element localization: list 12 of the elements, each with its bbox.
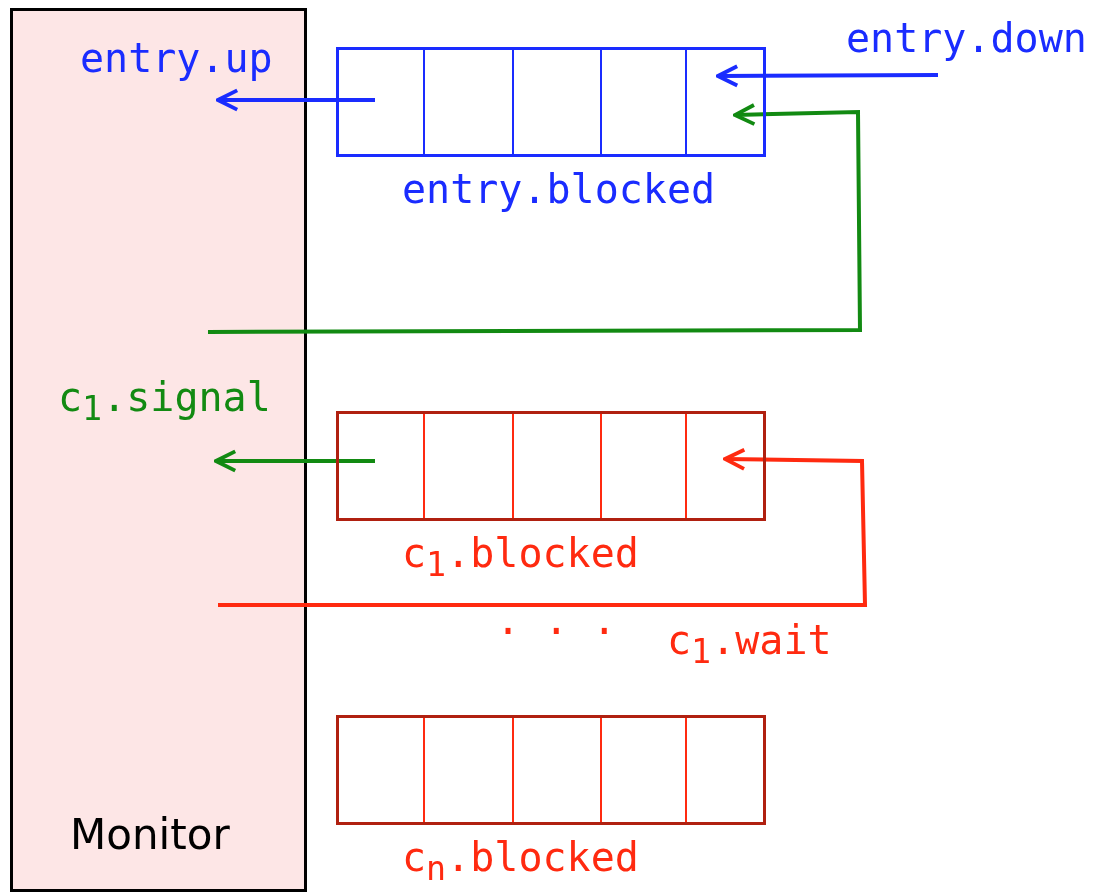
queue-label: c$_{n}$.blocked (402, 837, 639, 886)
ellipsis-label: . . . (496, 600, 617, 640)
arrow (216, 88, 375, 112)
arrow (218, 447, 868, 607)
edge-label: c$_{1}$.wait (667, 620, 832, 669)
edge-label: c$_{1}$.signal (58, 377, 271, 426)
arrow (716, 64, 938, 88)
arrow (208, 103, 862, 334)
queue-label: c$_{1}$.blocked (402, 533, 639, 582)
monitor-label: Monitor (70, 810, 230, 859)
arrow (214, 449, 375, 473)
monitor-box (10, 8, 307, 892)
